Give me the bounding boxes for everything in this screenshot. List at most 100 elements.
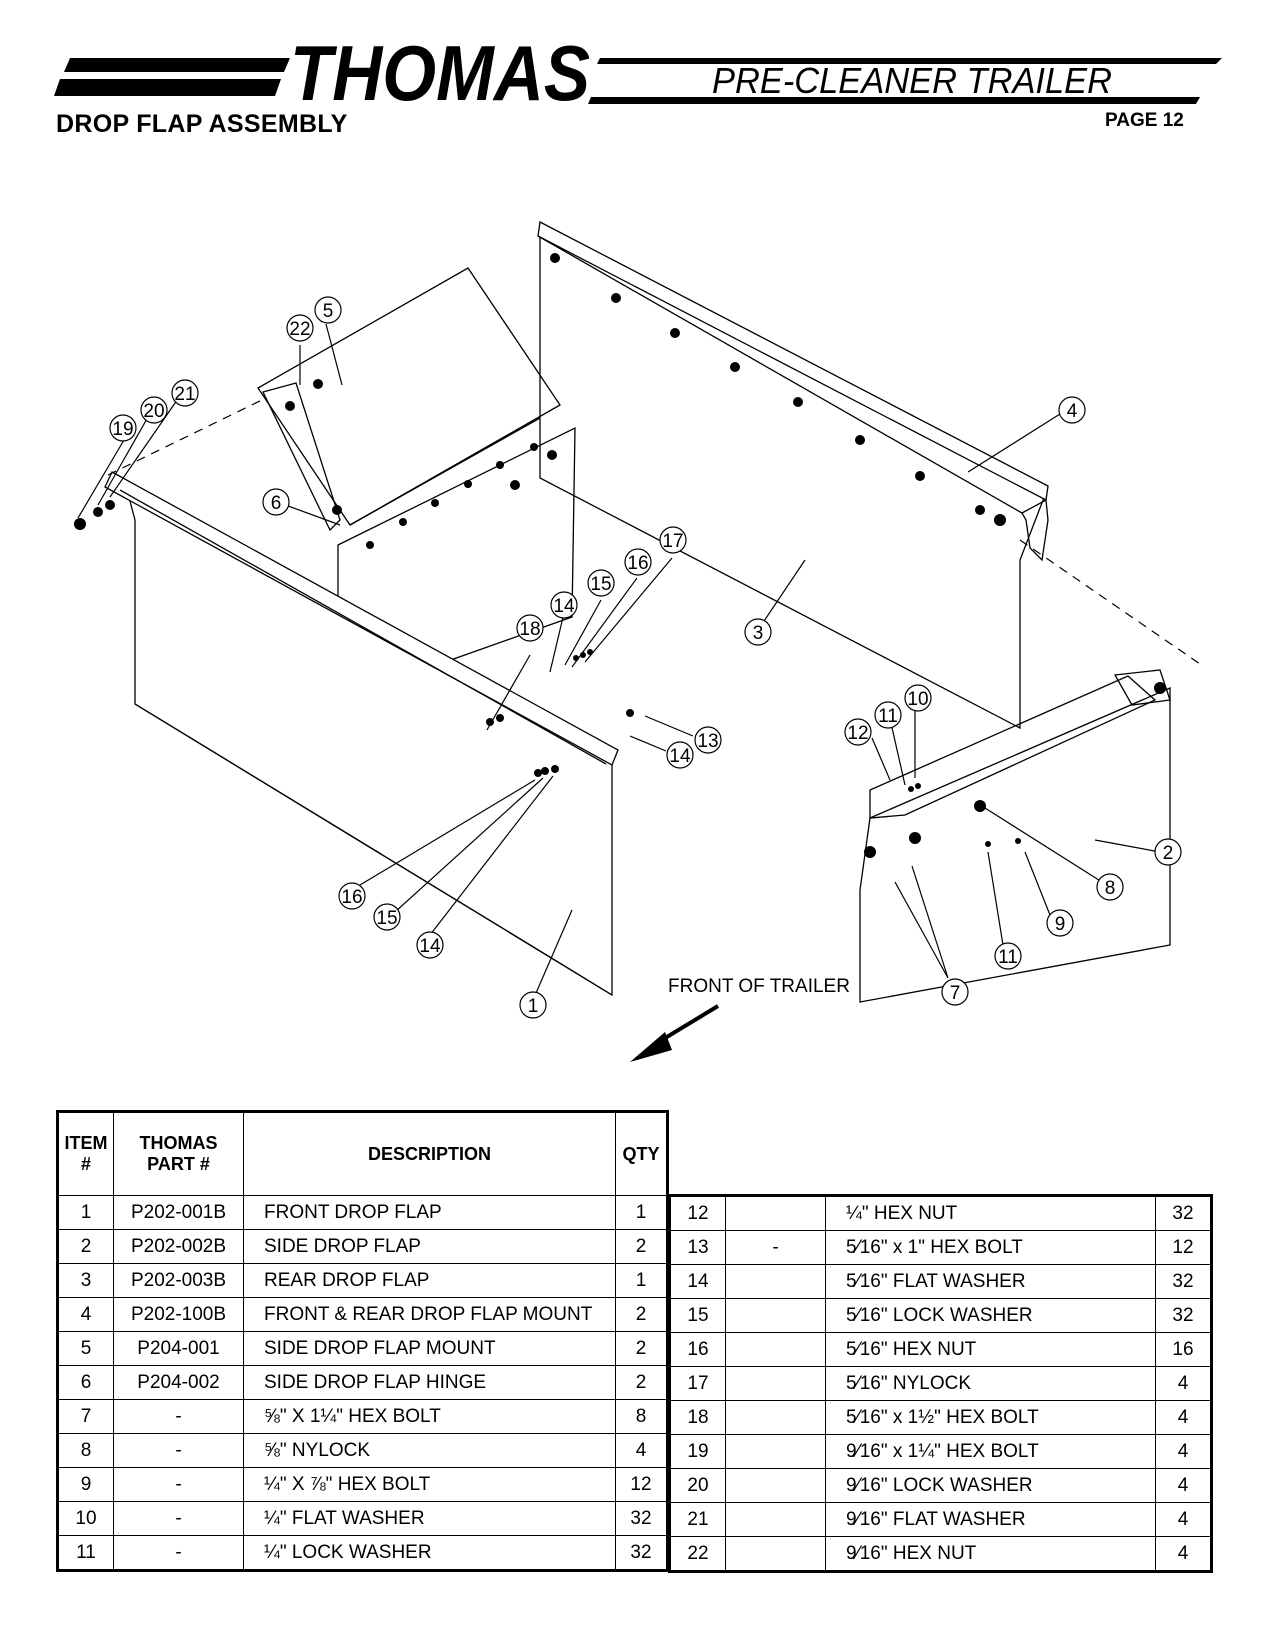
callout-21: 21 [171, 379, 199, 407]
part-cell: P202-100B [113, 1297, 244, 1332]
qty-cell: 1 [615, 1263, 668, 1298]
item-cell: 1 [57, 1195, 114, 1230]
qty-cell: 4 [615, 1433, 668, 1468]
svg-text:2: 2 [1163, 843, 1174, 864]
description-cell: 5⁄16" FLAT WASHER [825, 1264, 1156, 1299]
description-cell: 9⁄16" HEX NUT [825, 1536, 1156, 1572]
qty-cell: 4 [1155, 1366, 1212, 1401]
svg-text:19: 19 [112, 419, 133, 440]
callout-14a: 14 [666, 741, 694, 769]
description-cell: ¼" FLAT WASHER [243, 1501, 616, 1536]
qty-cell: 2 [615, 1229, 668, 1264]
callout-12: 12 [844, 718, 872, 746]
item-cell: 20 [669, 1468, 726, 1503]
callout-14b: 14 [550, 591, 578, 619]
qty-cell: 32 [1155, 1195, 1212, 1231]
drop-flap-assembly-diagram: FRONT OF TRAILER 1 2 3 4 5 6 7 8 9 10 11… [74, 221, 1201, 1062]
svg-text:22: 22 [289, 319, 310, 340]
callout-balloons: 1 2 3 4 5 6 7 8 9 10 11 11 12 13 14 14 1… [109, 296, 1182, 1019]
qty-cell: 4 [1155, 1502, 1212, 1537]
callout-1: 1 [519, 991, 547, 1019]
svg-text:11: 11 [998, 947, 1018, 968]
callout-11a: 11 [874, 701, 902, 729]
item-cell: 8 [57, 1433, 114, 1468]
callout-14c: 14 [416, 931, 444, 959]
item-cell: 4 [57, 1297, 114, 1332]
part-cell: - [113, 1399, 244, 1434]
col-header-part: THOMAS PART # [113, 1111, 244, 1196]
qty-cell: 2 [615, 1297, 668, 1332]
qty-cell: 8 [615, 1399, 668, 1434]
item-cell: 6 [57, 1365, 114, 1400]
part-cell: P202-001B [113, 1195, 244, 1230]
callout-16a: 16 [624, 548, 652, 576]
svg-text:15: 15 [376, 908, 397, 929]
item-cell: 10 [57, 1501, 114, 1536]
item-cell: 22 [669, 1536, 726, 1572]
svg-text:4: 4 [1067, 401, 1078, 422]
item-cell: 3 [57, 1263, 114, 1298]
leader-lines [77, 323, 1161, 1001]
part-cell [725, 1366, 826, 1401]
svg-text:8: 8 [1105, 878, 1116, 899]
item-cell: 18 [669, 1400, 726, 1435]
description-cell: 5⁄16" x 1" HEX BOLT [825, 1230, 1156, 1265]
item-cell: 15 [669, 1298, 726, 1333]
description-cell: ¼" X ⅞" HEX BOLT [243, 1467, 616, 1502]
description-cell: 9⁄16" LOCK WASHER [825, 1468, 1156, 1503]
callout-15a: 15 [587, 569, 615, 597]
svg-text:16: 16 [627, 553, 648, 574]
qty-cell: 4 [1155, 1468, 1212, 1503]
svg-text:10: 10 [907, 689, 928, 710]
callout-3: 3 [744, 618, 772, 646]
svg-text:14: 14 [553, 596, 575, 617]
col-header-description: DESCRIPTION [243, 1111, 616, 1196]
part-cell: P204-002 [113, 1365, 244, 1400]
item-cell: 5 [57, 1331, 114, 1366]
callout-7: 7 [941, 978, 969, 1006]
part-cell [725, 1536, 826, 1572]
part-cell [725, 1332, 826, 1367]
callout-11b: 11 [994, 942, 1022, 970]
callout-13: 13 [694, 726, 722, 754]
svg-text:3: 3 [753, 623, 764, 644]
svg-text:18: 18 [519, 619, 540, 640]
qty-cell: 2 [615, 1331, 668, 1366]
part-cell: P202-002B [113, 1229, 244, 1264]
part-cell: - [725, 1230, 826, 1265]
svg-text:6: 6 [271, 493, 282, 514]
description-cell: ⅝" NYLOCK [243, 1433, 616, 1468]
part-cell [725, 1502, 826, 1537]
item-cell: 7 [57, 1399, 114, 1434]
callout-4: 4 [1058, 396, 1086, 424]
qty-cell: 32 [1155, 1298, 1212, 1333]
part-cell: - [113, 1467, 244, 1502]
col-header-qty: QTY [615, 1111, 668, 1196]
callout-2: 2 [1154, 838, 1182, 866]
description-cell: 9⁄16" x 1¼" HEX BOLT [825, 1434, 1156, 1469]
description-cell: 5⁄16" NYLOCK [825, 1366, 1156, 1401]
description-cell: SIDE DROP FLAP [243, 1229, 616, 1264]
callout-6: 6 [262, 488, 290, 516]
qty-cell: 4 [1155, 1536, 1212, 1572]
front-of-trailer-label: FRONT OF TRAILER [668, 976, 850, 997]
svg-text:20: 20 [143, 401, 164, 422]
part-cell: - [113, 1535, 244, 1571]
item-cell: 17 [669, 1366, 726, 1401]
item-cell: 16 [669, 1332, 726, 1367]
